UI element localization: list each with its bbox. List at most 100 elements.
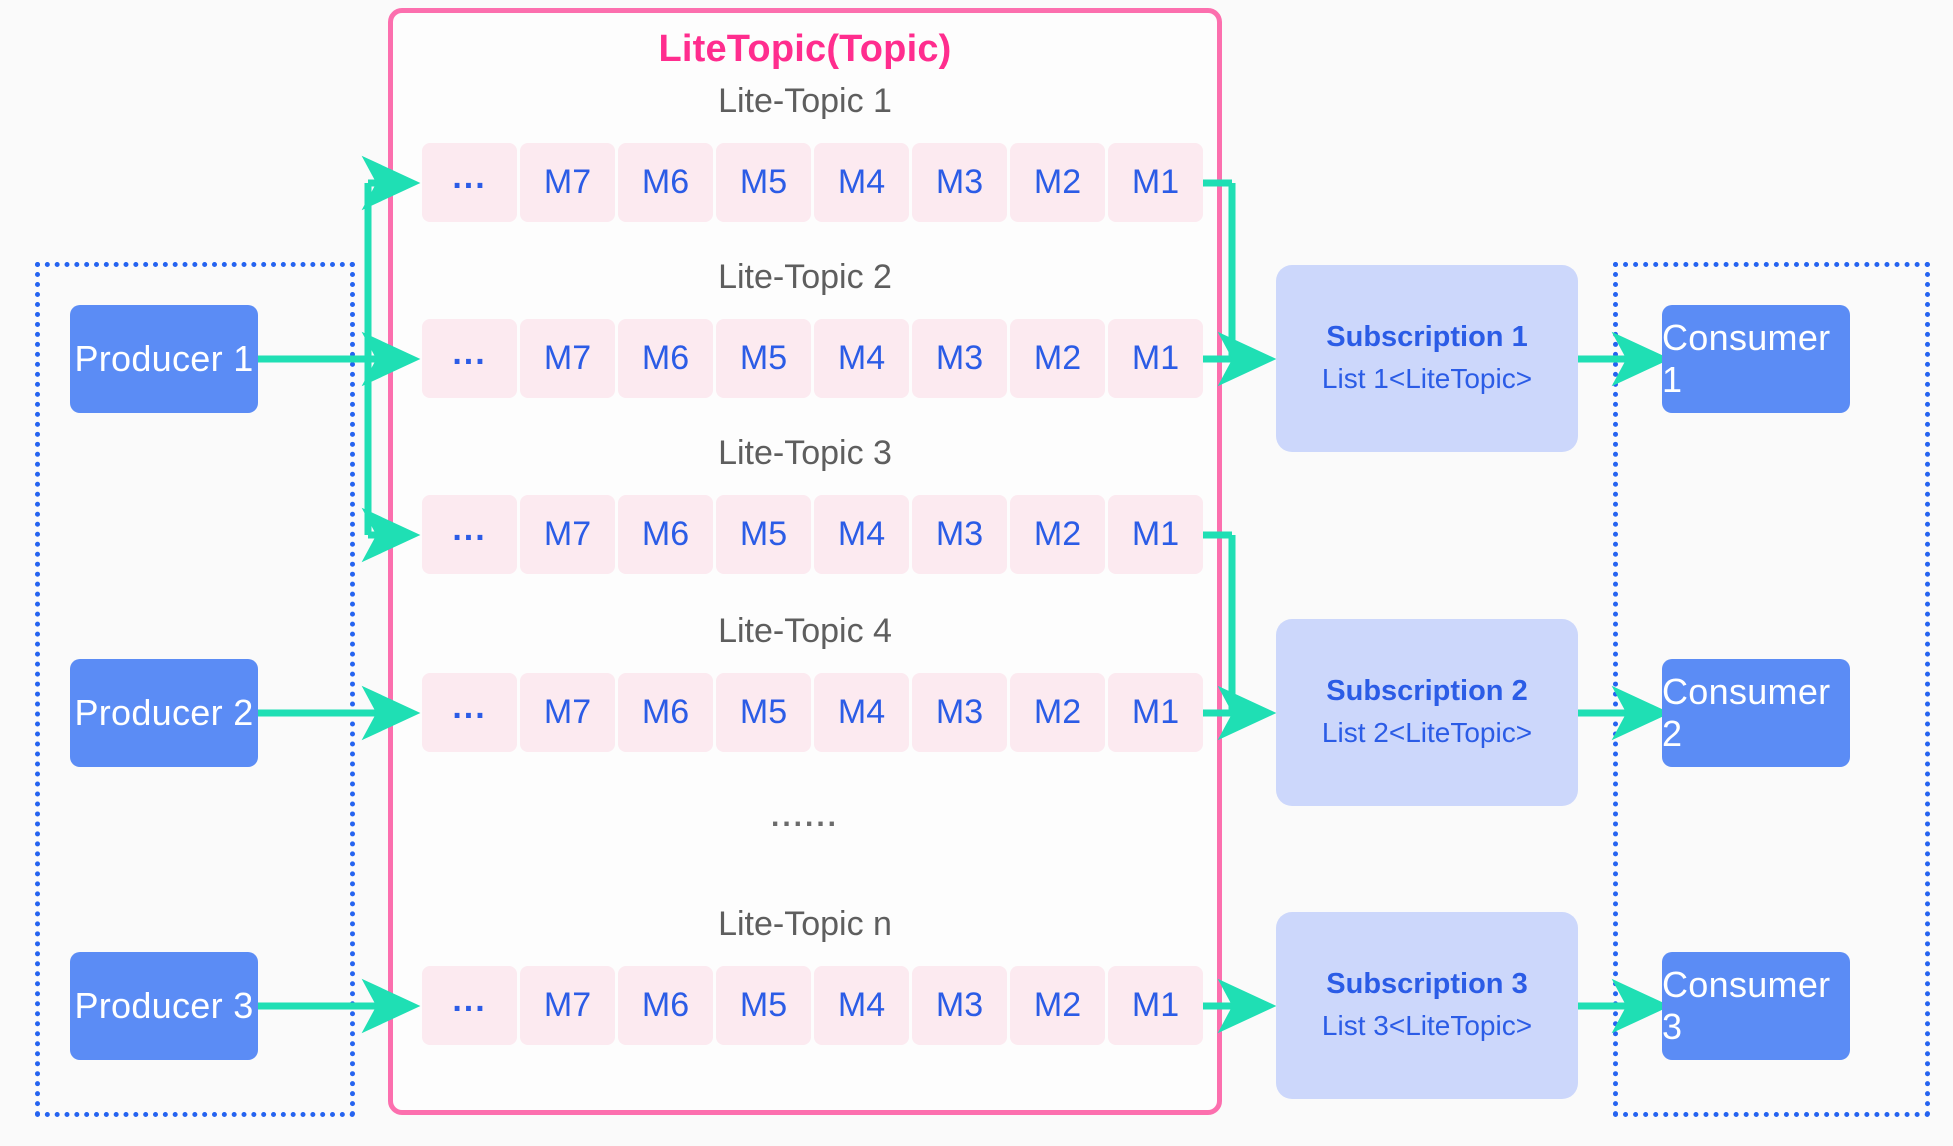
message-label: M5 (739, 339, 788, 377)
consumer-box-3[interactable]: Consumer 3 (1662, 952, 1850, 1060)
message-cell[interactable]: M3 (912, 966, 1007, 1045)
message-cell[interactable]: M1 (1108, 673, 1203, 752)
producer-label: Producer 3 (74, 985, 254, 1026)
message-cell[interactable]: M7 (520, 673, 615, 752)
message-cell[interactable]: M3 (912, 143, 1007, 222)
message-label: M4 (837, 986, 886, 1024)
message-label: M7 (543, 163, 592, 201)
message-label: M2 (1033, 515, 1082, 553)
subscription-list: List 3<LiteTopic> (1321, 1010, 1533, 1042)
message-cell[interactable]: ... (422, 495, 517, 574)
lite-topic-label-4: Lite-Topic 4 (718, 612, 892, 650)
message-cell[interactable]: M4 (814, 319, 909, 398)
message-label: M2 (1033, 693, 1082, 731)
message-cell[interactable]: ... (422, 319, 517, 398)
message-cell[interactable]: M3 (912, 673, 1007, 752)
message-cell[interactable]: M1 (1108, 319, 1203, 398)
lite-topic-label-1: Lite-Topic 1 (718, 82, 892, 120)
consumer-label: Consumer 2 (1662, 671, 1831, 754)
message-label: M3 (935, 986, 984, 1024)
message-cell[interactable]: M5 (716, 495, 811, 574)
subscription-box-3[interactable]: Subscription 3 List 3<LiteTopic> (1276, 912, 1578, 1099)
message-label: ... (452, 334, 487, 372)
message-cell[interactable]: M4 (814, 143, 909, 222)
message-cell[interactable]: M4 (814, 495, 909, 574)
message-label: M3 (935, 163, 984, 201)
message-label: M5 (739, 163, 788, 201)
message-cell[interactable]: M1 (1108, 966, 1203, 1045)
producer-box-2[interactable]: Producer 2 (70, 659, 258, 767)
message-cell[interactable]: ... (422, 143, 517, 222)
message-label: ... (452, 688, 487, 726)
message-cell[interactable]: M2 (1010, 673, 1105, 752)
litetopic-title: LiteTopic(Topic) (658, 28, 952, 70)
consumer-label: Consumer 1 (1662, 317, 1831, 400)
producer-label: Producer 1 (74, 338, 254, 379)
message-label: M7 (543, 515, 592, 553)
producers-group-border (35, 262, 355, 1117)
lite-topic-label-n: Lite-Topic n (718, 905, 892, 943)
message-label: M1 (1131, 339, 1180, 377)
subscription-title: Subscription 1 (1326, 321, 1528, 354)
message-cell[interactable]: M6 (618, 319, 713, 398)
message-cell[interactable]: M5 (716, 319, 811, 398)
consumer-label: Consumer 3 (1662, 964, 1831, 1047)
message-label: M4 (837, 515, 886, 553)
message-cell[interactable]: M5 (716, 143, 811, 222)
message-cell[interactable]: M1 (1108, 143, 1203, 222)
message-label: M3 (935, 339, 984, 377)
message-cell[interactable]: M6 (618, 495, 713, 574)
message-label: M1 (1131, 986, 1180, 1024)
message-label: M7 (543, 693, 592, 731)
subscription-box-1[interactable]: Subscription 1 List 1<LiteTopic> (1276, 265, 1578, 452)
message-label: M2 (1033, 163, 1082, 201)
rows-ellipsis: ...... (770, 800, 839, 833)
message-label: M1 (1131, 163, 1180, 201)
message-cell[interactable]: M4 (814, 966, 909, 1045)
consumer-box-2[interactable]: Consumer 2 (1662, 659, 1850, 767)
message-cell[interactable]: M6 (618, 966, 713, 1045)
message-label: M4 (837, 693, 886, 731)
message-cell[interactable]: M3 (912, 319, 1007, 398)
message-cell[interactable]: M7 (520, 143, 615, 222)
message-label: M6 (641, 986, 690, 1024)
lite-topic-label-2: Lite-Topic 2 (718, 258, 892, 296)
message-cell[interactable]: ... (422, 966, 517, 1045)
message-label: ... (452, 510, 487, 548)
message-cell[interactable]: M6 (618, 673, 713, 752)
message-cell[interactable]: M2 (1010, 143, 1105, 222)
message-cell[interactable]: ... (422, 673, 517, 752)
message-cell[interactable]: M2 (1010, 966, 1105, 1045)
producer-label: Producer 2 (74, 692, 254, 733)
message-cell[interactable]: M4 (814, 673, 909, 752)
message-cell[interactable]: M2 (1010, 319, 1105, 398)
message-cell[interactable]: M7 (520, 966, 615, 1045)
message-label: M1 (1131, 693, 1180, 731)
message-label: M5 (739, 693, 788, 731)
message-label: M4 (837, 163, 886, 201)
message-cell[interactable]: M5 (716, 673, 811, 752)
message-cell[interactable]: M2 (1010, 495, 1105, 574)
message-cell[interactable]: M1 (1108, 495, 1203, 574)
message-label: M5 (739, 986, 788, 1024)
consumer-box-1[interactable]: Consumer 1 (1662, 305, 1850, 413)
message-label: M5 (739, 515, 788, 553)
message-cell[interactable]: M7 (520, 495, 615, 574)
message-label: M7 (543, 339, 592, 377)
message-label: M6 (641, 163, 690, 201)
message-label: M1 (1131, 515, 1180, 553)
message-label: M2 (1033, 339, 1082, 377)
subscription-box-2[interactable]: Subscription 2 List 2<LiteTopic> (1276, 619, 1578, 806)
subscription-title: Subscription 2 (1326, 675, 1528, 708)
lite-topic-label-3: Lite-Topic 3 (718, 434, 892, 472)
producer-box-3[interactable]: Producer 3 (70, 952, 258, 1060)
message-cell[interactable]: M5 (716, 966, 811, 1045)
message-label: M3 (935, 693, 984, 731)
message-label: M2 (1033, 986, 1082, 1024)
message-cell[interactable]: M3 (912, 495, 1007, 574)
message-label: M3 (935, 515, 984, 553)
message-cell[interactable]: M7 (520, 319, 615, 398)
producer-box-1[interactable]: Producer 1 (70, 305, 258, 413)
message-cell[interactable]: M6 (618, 143, 713, 222)
